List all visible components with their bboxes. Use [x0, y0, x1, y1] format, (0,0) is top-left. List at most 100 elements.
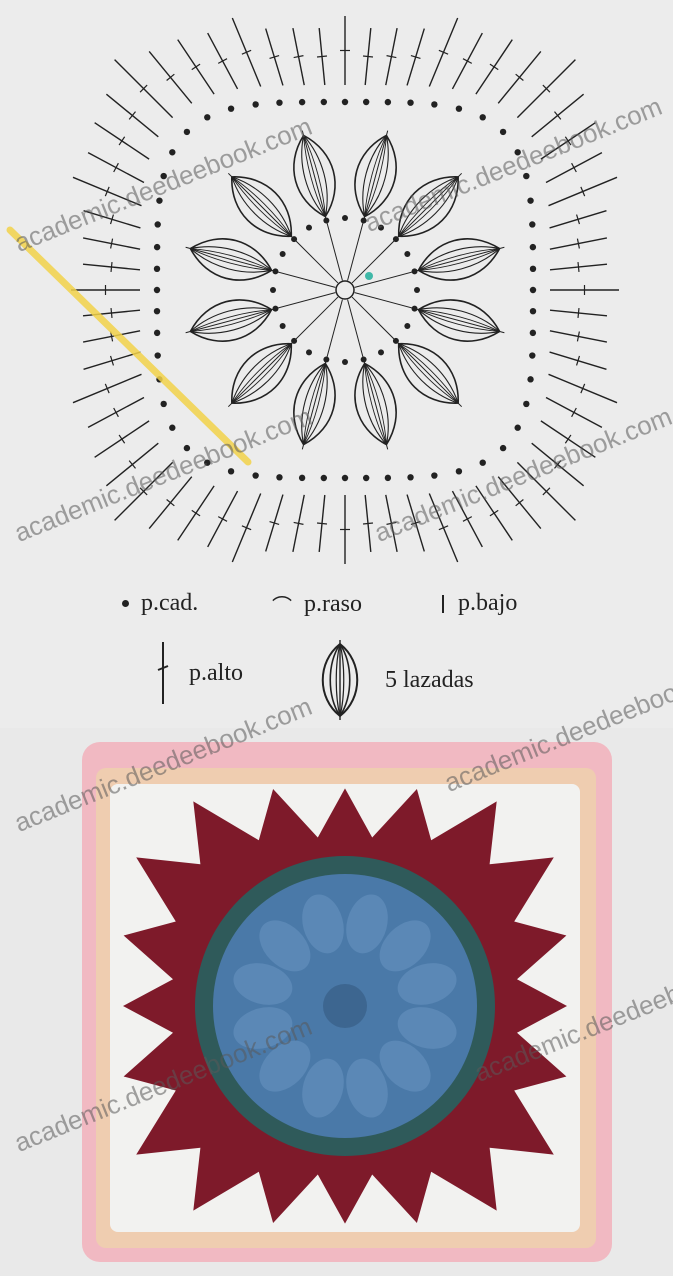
legend-double-label: p.alto — [189, 660, 243, 687]
chain-dot — [363, 99, 369, 105]
legend-single-label: p.bajo — [458, 590, 517, 617]
ray-crossbar — [119, 137, 125, 145]
ray-crossbar — [317, 56, 327, 57]
chain-dot — [252, 472, 258, 478]
chain-dot — [306, 349, 312, 355]
chain-dot — [407, 99, 413, 105]
chain-dot — [393, 338, 399, 344]
chain-dot — [160, 401, 166, 407]
ray-crossbar — [490, 510, 498, 516]
chain-dot — [323, 217, 329, 223]
chain-dot — [527, 197, 533, 203]
chain-dot — [154, 287, 160, 293]
chain-dot — [280, 323, 286, 329]
center-ring — [336, 281, 354, 299]
chain-dot — [276, 474, 282, 480]
chain-dot — [530, 266, 536, 272]
chain-dot — [480, 459, 486, 465]
spoke-line — [186, 247, 336, 287]
ray-crossbar — [490, 64, 498, 70]
chain-dot — [228, 105, 234, 111]
chain-dot — [529, 352, 535, 358]
chain-dot — [169, 149, 175, 155]
ray-crossbar — [578, 308, 579, 318]
chain-dot — [291, 338, 297, 344]
chain-dot — [385, 99, 391, 105]
chain-dot — [342, 359, 348, 365]
chain-stitch-icon — [122, 600, 129, 607]
chain-dot — [299, 475, 305, 481]
ray-crossbar — [572, 408, 577, 417]
ray-crossbar — [192, 510, 200, 516]
crochet-square-photo — [0, 728, 673, 1276]
chain-dot — [431, 472, 437, 478]
chain-dot — [204, 114, 210, 120]
chain-dot — [154, 330, 160, 336]
chain-dot — [272, 268, 278, 274]
chain-dot — [280, 251, 286, 257]
chain-dot — [342, 475, 348, 481]
chain-dot — [154, 221, 160, 227]
chain-dot — [321, 475, 327, 481]
chain-dot — [252, 101, 258, 107]
chain-dot — [530, 308, 536, 314]
legend-slip-label: p.raso — [304, 591, 362, 618]
chain-dot — [276, 99, 282, 105]
chain-dot — [154, 352, 160, 358]
chain-dot — [306, 225, 312, 231]
chain-dot — [228, 468, 234, 474]
ray-crossbar — [363, 56, 373, 57]
ray-crossbar — [192, 64, 200, 70]
legend-chain-label: p.cad. — [141, 590, 198, 617]
chain-dot — [154, 266, 160, 272]
chain-dot — [514, 425, 520, 431]
chain-dot — [363, 475, 369, 481]
ray-crossbar — [578, 262, 579, 272]
chain-dot — [361, 357, 367, 363]
chain-dot — [385, 475, 391, 481]
chain-dot — [321, 99, 327, 105]
start-marker — [365, 272, 373, 280]
chain-dot — [530, 244, 536, 250]
ray-crossbar — [119, 435, 125, 443]
slip-stitch-icon: ⌒ — [272, 590, 292, 619]
spoke-line — [186, 293, 336, 333]
flower-core — [323, 984, 367, 1028]
chain-dot — [431, 101, 437, 107]
double-crochet-icon — [155, 640, 171, 706]
ray-crossbar — [111, 262, 112, 272]
single-crochet-icon — [442, 595, 444, 613]
chain-dot — [414, 287, 420, 293]
ray-crossbar — [572, 163, 577, 172]
chain-dot — [154, 308, 160, 314]
chain-dot — [500, 445, 506, 451]
legend-puff: 5 lazadas — [315, 640, 474, 720]
chain-dot — [272, 306, 278, 312]
chain-dot — [404, 251, 410, 257]
ray-crossbar — [463, 517, 472, 522]
legend-slip: ⌒ p.raso — [272, 590, 362, 619]
chain-dot — [412, 268, 418, 274]
chain-dot — [393, 236, 399, 242]
chain-dot — [530, 287, 536, 293]
chain-dot — [184, 129, 190, 135]
ray-crossbar — [218, 517, 227, 522]
spoke-line — [355, 293, 505, 333]
chain-dot — [529, 221, 535, 227]
ray-crossbar — [111, 308, 112, 318]
chain-dot — [404, 323, 410, 329]
chain-dot — [169, 425, 175, 431]
chain-dot — [523, 401, 529, 407]
legend-double: p.alto — [155, 640, 243, 706]
chain-dot — [527, 376, 533, 382]
spoke-line — [302, 131, 342, 281]
spoke-line — [355, 247, 505, 287]
chain-dot — [407, 474, 413, 480]
chain-dot — [456, 468, 462, 474]
chain-dot — [270, 287, 276, 293]
chain-dot — [480, 114, 486, 120]
ray-crossbar — [317, 523, 327, 524]
ray-crossbar — [218, 59, 227, 64]
chain-dot — [342, 99, 348, 105]
chain-dot — [456, 105, 462, 111]
